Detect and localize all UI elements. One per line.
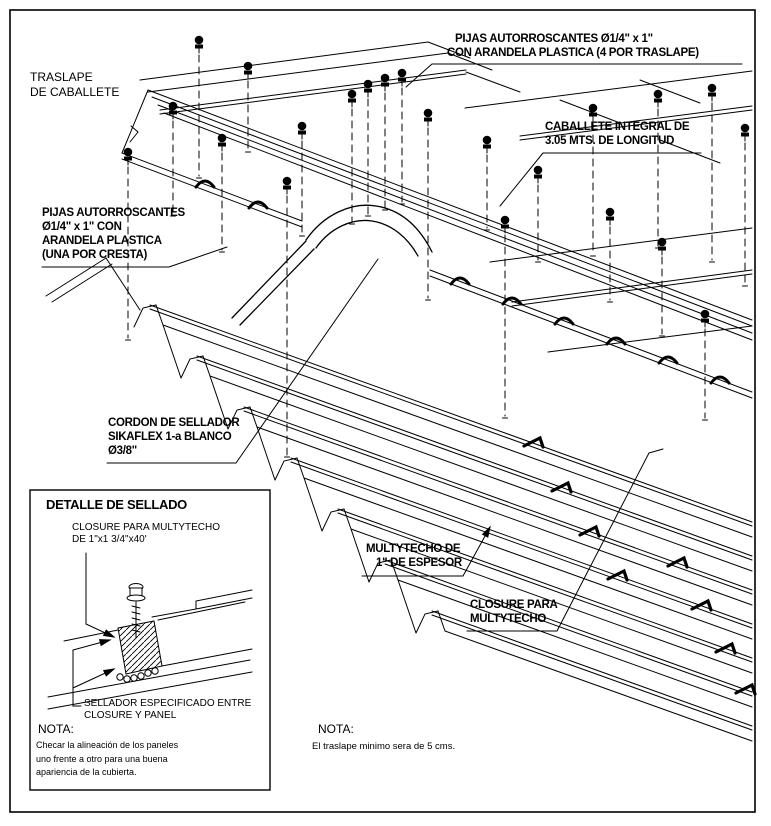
pijas-cresta-line4: (UNA POR CRESTA) xyxy=(42,249,148,261)
arrowhead xyxy=(98,639,112,647)
closure-line2: MULTYTECHO xyxy=(470,613,547,625)
screw-fastener xyxy=(605,207,615,303)
arrowhead xyxy=(102,629,116,638)
screw-fastener xyxy=(740,123,750,287)
pijas-cresta-line2: Ø1/4" x 1" CON xyxy=(42,221,122,233)
detail-note-heading: NOTA: xyxy=(38,722,74,736)
title-line2: DE CABALLETE xyxy=(30,85,120,99)
label-cordon-sellador: CORDON DE SELLADOR SIKAFLEX 1-a BLANCO Ø… xyxy=(108,416,240,458)
roof-panel-ribs xyxy=(45,257,757,742)
detail-sellador-line1: SELLADOR ESPECIFICADO ENTRE xyxy=(84,698,252,709)
detail-sellador-line2: CLOSURE Y PANEL xyxy=(84,710,177,721)
detail-screw xyxy=(126,583,146,639)
sealing-detail-drawing xyxy=(47,552,253,710)
multytecho-line2: 1" DE ESPESOR xyxy=(376,557,462,569)
drawing-title: TRASLAPE DE CABALLETE xyxy=(30,70,119,100)
main-note-heading: NOTA: xyxy=(318,722,354,736)
closure-block xyxy=(117,620,163,675)
arrowhead xyxy=(102,668,116,677)
screw-fastener xyxy=(297,121,307,237)
detail-box-frame xyxy=(29,489,271,791)
title-line1: TRASLAPE xyxy=(30,70,93,84)
screw-fastener xyxy=(500,215,510,419)
screw-fastener xyxy=(380,73,390,211)
screw-fastener xyxy=(588,103,598,257)
detail-closure-line1: CLOSURE PARA MULTYTECHO xyxy=(72,522,220,533)
screw-fastener xyxy=(282,176,292,458)
detail-closure-label: CLOSURE PARA MULTYTECHO DE 1"x1 3/4"x40' xyxy=(72,522,220,546)
detail-box xyxy=(29,489,271,791)
caballete-line1: CABALLETE INTEGRAL DE xyxy=(545,121,690,133)
cordon-line3: Ø3/8" xyxy=(108,445,137,457)
pijas-cresta-line3: ARANDELA PLASTICA xyxy=(42,235,162,247)
pijas-cresta-line1: PIJAS AUTORROSCANTES xyxy=(42,207,185,219)
label-multytecho: MULTYTECHO DE 1" DE ESPESOR xyxy=(366,542,462,570)
sheet-border xyxy=(9,9,756,813)
detail-closure-line2: DE 1"x1 3/4"x40' xyxy=(72,534,147,545)
screw-fasteners xyxy=(123,35,750,458)
detail-box-title: DETALLE DE SELLADO xyxy=(46,497,187,512)
closure-line1: CLOSURE PARA xyxy=(470,599,558,611)
far-slope-lines xyxy=(139,41,753,353)
screw-fastener xyxy=(700,309,710,421)
screw-fastener xyxy=(397,68,407,205)
screw-fastener xyxy=(363,79,373,217)
cap-overlap-hump xyxy=(231,204,433,326)
detail-sellador-label: SELLADOR ESPECIFICADO ENTRE CLOSURE Y PA… xyxy=(84,698,251,722)
label-caballete: CABALLETE INTEGRAL DE 3.05 MTS. DE LONGI… xyxy=(545,120,690,148)
pijas-traslape-line2: CON ARANDELA PLASTICA (4 POR TRASLAPE) xyxy=(447,47,699,59)
screw-fastener xyxy=(194,35,204,179)
sealant-beads xyxy=(116,667,159,683)
leader-lines xyxy=(41,63,743,632)
cordon-line1: CORDON DE SELLADOR xyxy=(108,417,240,429)
multytecho-line1: MULTYTECHO DE xyxy=(366,543,461,555)
label-pijas-traslape: PIJAS AUTORROSCANTES Ø1/4" x 1" CON ARAN… xyxy=(447,32,699,60)
cap-end-zigzag xyxy=(129,125,139,143)
main-note-body: El traslape minimo sera de 5 cms. xyxy=(312,741,456,752)
screw-fastener xyxy=(168,101,178,217)
screw-fastener xyxy=(123,147,133,341)
label-closure: CLOSURE PARA MULTYTECHO xyxy=(470,598,558,626)
detail-note-line1: Checar la alineación de los paneles xyxy=(36,740,179,750)
label-pijas-cresta: PIJAS AUTORROSCANTES Ø1/4" x 1" CON ARAN… xyxy=(42,206,185,262)
cordon-line2: SIKAFLEX 1-a BLANCO xyxy=(108,431,232,443)
screw-fastener xyxy=(423,108,433,301)
detail-note-line2: uno frente a otro para una buena xyxy=(36,753,168,764)
detail-note-body: Checar la alineación de los paneles uno … xyxy=(36,739,178,780)
screw-fastener xyxy=(347,89,357,225)
screw-fastener xyxy=(217,133,227,253)
screw-fastener xyxy=(657,237,667,337)
arrowhead xyxy=(481,525,491,538)
screw-fastener xyxy=(533,165,543,263)
pijas-traslape-line1: PIJAS AUTORROSCANTES Ø1/4" x 1" xyxy=(455,33,653,45)
detail-note-line3: apariencia de la cubierta. xyxy=(36,767,137,777)
rib-crest-bumps xyxy=(194,179,731,385)
caballete-line2: 3.05 MTS. DE LONGITUD xyxy=(545,135,675,147)
screw-fastener xyxy=(243,61,253,153)
panel-seam-marks xyxy=(522,435,757,696)
screw-fastener xyxy=(707,83,717,263)
ridge-cap xyxy=(121,89,753,399)
screw-fastener xyxy=(653,89,663,249)
screw-fastener xyxy=(482,135,492,231)
